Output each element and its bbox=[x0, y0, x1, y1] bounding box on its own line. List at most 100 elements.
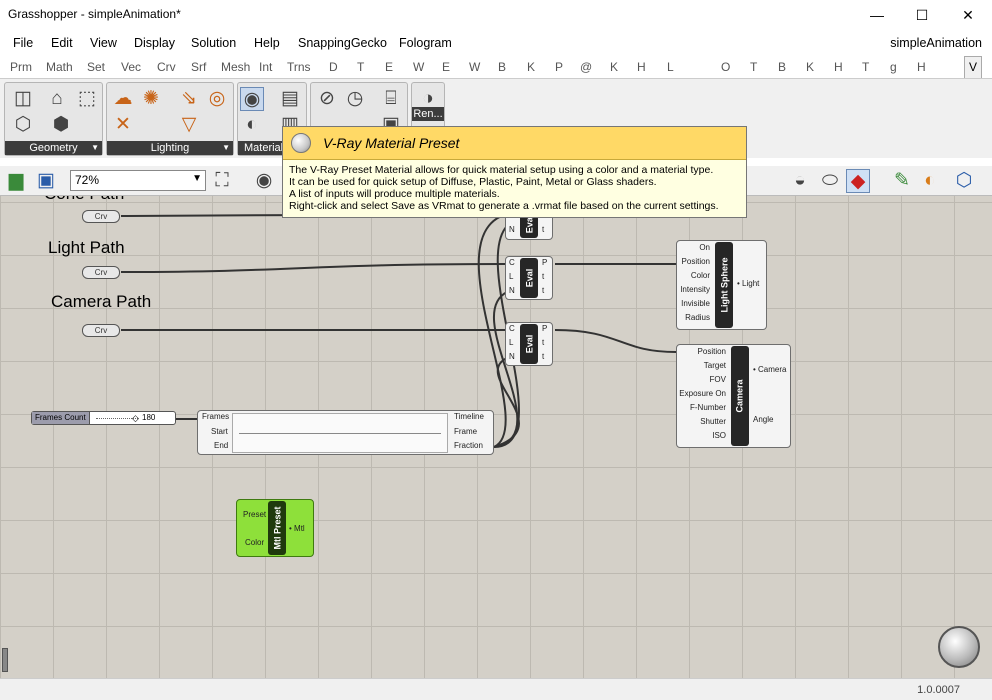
preview-eye-icon[interactable]: ◉ bbox=[255, 170, 273, 191]
light-input-radius[interactable]: Radius bbox=[685, 313, 710, 322]
sphere-display-icon[interactable]: ◐ bbox=[924, 170, 936, 191]
display-mode-icon[interactable]: ⬡ bbox=[955, 170, 973, 191]
eval-3-output-p[interactable]: P bbox=[542, 324, 548, 333]
eval-2-output-t1[interactable]: t bbox=[542, 272, 545, 281]
light-input-on[interactable]: On bbox=[699, 243, 710, 252]
timeline-input-start[interactable]: Start bbox=[211, 427, 228, 436]
tab-t[interactable]: T bbox=[357, 60, 365, 74]
eval-3-output-t2[interactable]: t bbox=[542, 352, 545, 361]
mtl-input-preset[interactable]: Preset bbox=[243, 510, 267, 519]
menu-fologram[interactable]: Fologram bbox=[399, 36, 452, 50]
crv-param-light[interactable]: Crv bbox=[82, 266, 120, 279]
box-icon[interactable]: ⬚ bbox=[78, 88, 96, 109]
settings-icon[interactable]: ⊘ bbox=[319, 88, 335, 109]
frames-count-slider[interactable]: Frames Count ◇ 180 bbox=[31, 411, 176, 425]
tab-srf[interactable]: Srf bbox=[191, 60, 207, 74]
save-icon[interactable]: ▣ bbox=[37, 170, 55, 191]
timeline-output-timeline[interactable]: Timeline bbox=[454, 412, 484, 421]
camera-output-camera[interactable]: • Camera bbox=[753, 365, 787, 374]
menu-display[interactable]: Display bbox=[134, 36, 175, 50]
tab-set[interactable]: Set bbox=[87, 60, 106, 74]
tab-h[interactable]: H bbox=[637, 60, 646, 74]
light-sphere-component[interactable]: Light Sphere On Position Color Intensity… bbox=[676, 240, 767, 330]
tab-mesh[interactable]: Mesh bbox=[221, 60, 251, 74]
tab-w2[interactable]: W bbox=[469, 60, 481, 74]
rect-light-icon[interactable]: ✺ bbox=[143, 88, 159, 109]
selected-preview-icon[interactable]: ◆ bbox=[846, 169, 870, 193]
tab-e[interactable]: E bbox=[385, 60, 394, 74]
tab-at[interactable]: @ bbox=[580, 60, 593, 74]
crv-param-camera[interactable]: Crv bbox=[82, 324, 120, 337]
tab-trns[interactable]: Trns bbox=[287, 60, 311, 74]
renderer-panel-label[interactable]: Ren... bbox=[412, 107, 444, 121]
timeline-input-end[interactable]: End bbox=[214, 441, 229, 450]
timeline-output-frame[interactable]: Frame bbox=[454, 427, 478, 436]
menu-view[interactable]: View bbox=[90, 36, 117, 50]
mtl-preset-component[interactable]: Mtl Preset Preset Color • Mtl bbox=[236, 499, 314, 557]
tab-t2[interactable]: T bbox=[750, 60, 758, 74]
crv-param-cone[interactable]: Crv bbox=[82, 210, 120, 223]
ies-light-icon[interactable]: ▽ bbox=[181, 114, 197, 135]
timeline-component[interactable]: Frames Start End Timeline Frame Fraction bbox=[197, 410, 494, 455]
tab-l[interactable]: L bbox=[667, 60, 674, 74]
material-file-icon[interactable]: ▤ bbox=[281, 88, 299, 109]
eval-2-input-c[interactable]: C bbox=[509, 258, 515, 267]
eval-1-output-t[interactable]: t bbox=[542, 225, 545, 234]
plane-icon[interactable]: ⌂ bbox=[51, 88, 63, 109]
light-output-light[interactable]: • Light bbox=[737, 279, 760, 288]
zoom-extents-icon[interactable]: ⛶ bbox=[215, 170, 229, 191]
slider-track[interactable] bbox=[96, 418, 138, 419]
tab-h3[interactable]: H bbox=[917, 60, 926, 74]
tab-k2[interactable]: K bbox=[610, 60, 619, 74]
direct-light-icon[interactable]: ⇘ bbox=[181, 88, 197, 109]
eval-3-input-n[interactable]: N bbox=[509, 352, 515, 361]
tab-vec[interactable]: Vec bbox=[121, 60, 142, 74]
timeline-icon[interactable]: ◷ bbox=[346, 88, 364, 109]
eval-3-input-l[interactable]: L bbox=[509, 338, 514, 347]
eval-2-input-l[interactable]: L bbox=[509, 272, 514, 281]
tab-math[interactable]: Math bbox=[46, 60, 73, 74]
cube-icon[interactable]: ◫ bbox=[14, 88, 32, 109]
camera-input-target[interactable]: Target bbox=[703, 361, 726, 370]
zoom-combo[interactable]: 72% ▼ bbox=[70, 170, 206, 191]
slider-grip[interactable]: ◇ bbox=[132, 413, 139, 423]
camera-output-angle[interactable]: Angle bbox=[753, 415, 774, 424]
spot-light-icon[interactable]: ✕ bbox=[115, 114, 131, 135]
camera-input-fov[interactable]: FOV bbox=[709, 375, 726, 384]
timeline-track[interactable] bbox=[232, 413, 448, 453]
geometry-panel-label[interactable]: Geometry▼ bbox=[5, 141, 102, 155]
light-input-intensity[interactable]: Intensity bbox=[680, 285, 710, 294]
menu-file[interactable]: File bbox=[13, 36, 34, 50]
mtl-output-mtl[interactable]: • Mtl bbox=[289, 524, 305, 533]
tab-crv[interactable]: Crv bbox=[157, 60, 176, 74]
tab-b[interactable]: B bbox=[498, 60, 507, 74]
maximize-button[interactable]: ☐ bbox=[915, 6, 929, 23]
tab-k[interactable]: K bbox=[527, 60, 536, 74]
eval-3-input-c[interactable]: C bbox=[509, 324, 515, 333]
eval-3-output-t1[interactable]: t bbox=[542, 338, 545, 347]
tab-o[interactable]: O bbox=[721, 60, 731, 74]
tab-t3[interactable]: T bbox=[862, 60, 870, 74]
grasshopper-canvas[interactable]: Cone Path Light Path Camera Path Crv Crv… bbox=[0, 196, 992, 678]
camera-input-exposure[interactable]: Exposure On bbox=[679, 389, 726, 398]
tab-g[interactable]: g bbox=[890, 60, 897, 74]
material-sphere-icon[interactable]: ◐ bbox=[246, 114, 258, 135]
camera-input-iso[interactable]: ISO bbox=[712, 431, 726, 440]
render-icon[interactable]: ◑ bbox=[422, 88, 434, 109]
menu-snappinggecko[interactable]: SnappingGecko bbox=[298, 36, 387, 50]
eval-1-input-n[interactable]: N bbox=[509, 225, 515, 234]
tab-d[interactable]: D bbox=[329, 60, 338, 74]
canvas-navigation-wheel[interactable] bbox=[938, 626, 980, 668]
wire-preview-icon[interactable]: ⬭ bbox=[821, 170, 839, 191]
tab-k3[interactable]: K bbox=[806, 60, 815, 74]
menu-edit[interactable]: Edit bbox=[51, 36, 73, 50]
camera-icon[interactable]: ⌸ bbox=[385, 88, 397, 109]
eval-2-output-t2[interactable]: t bbox=[542, 286, 545, 295]
proxy-icon[interactable]: ⬢ bbox=[52, 114, 70, 135]
timeline-output-fraction[interactable]: Fraction bbox=[454, 441, 483, 450]
eval-component-2[interactable]: Eval C L N P t t bbox=[505, 256, 553, 300]
shaded-preview-icon[interactable]: ◒ bbox=[794, 170, 806, 191]
sketch-icon[interactable]: ✎ bbox=[894, 170, 910, 191]
tab-w[interactable]: W bbox=[413, 60, 425, 74]
close-button[interactable]: ✕ bbox=[962, 6, 974, 23]
